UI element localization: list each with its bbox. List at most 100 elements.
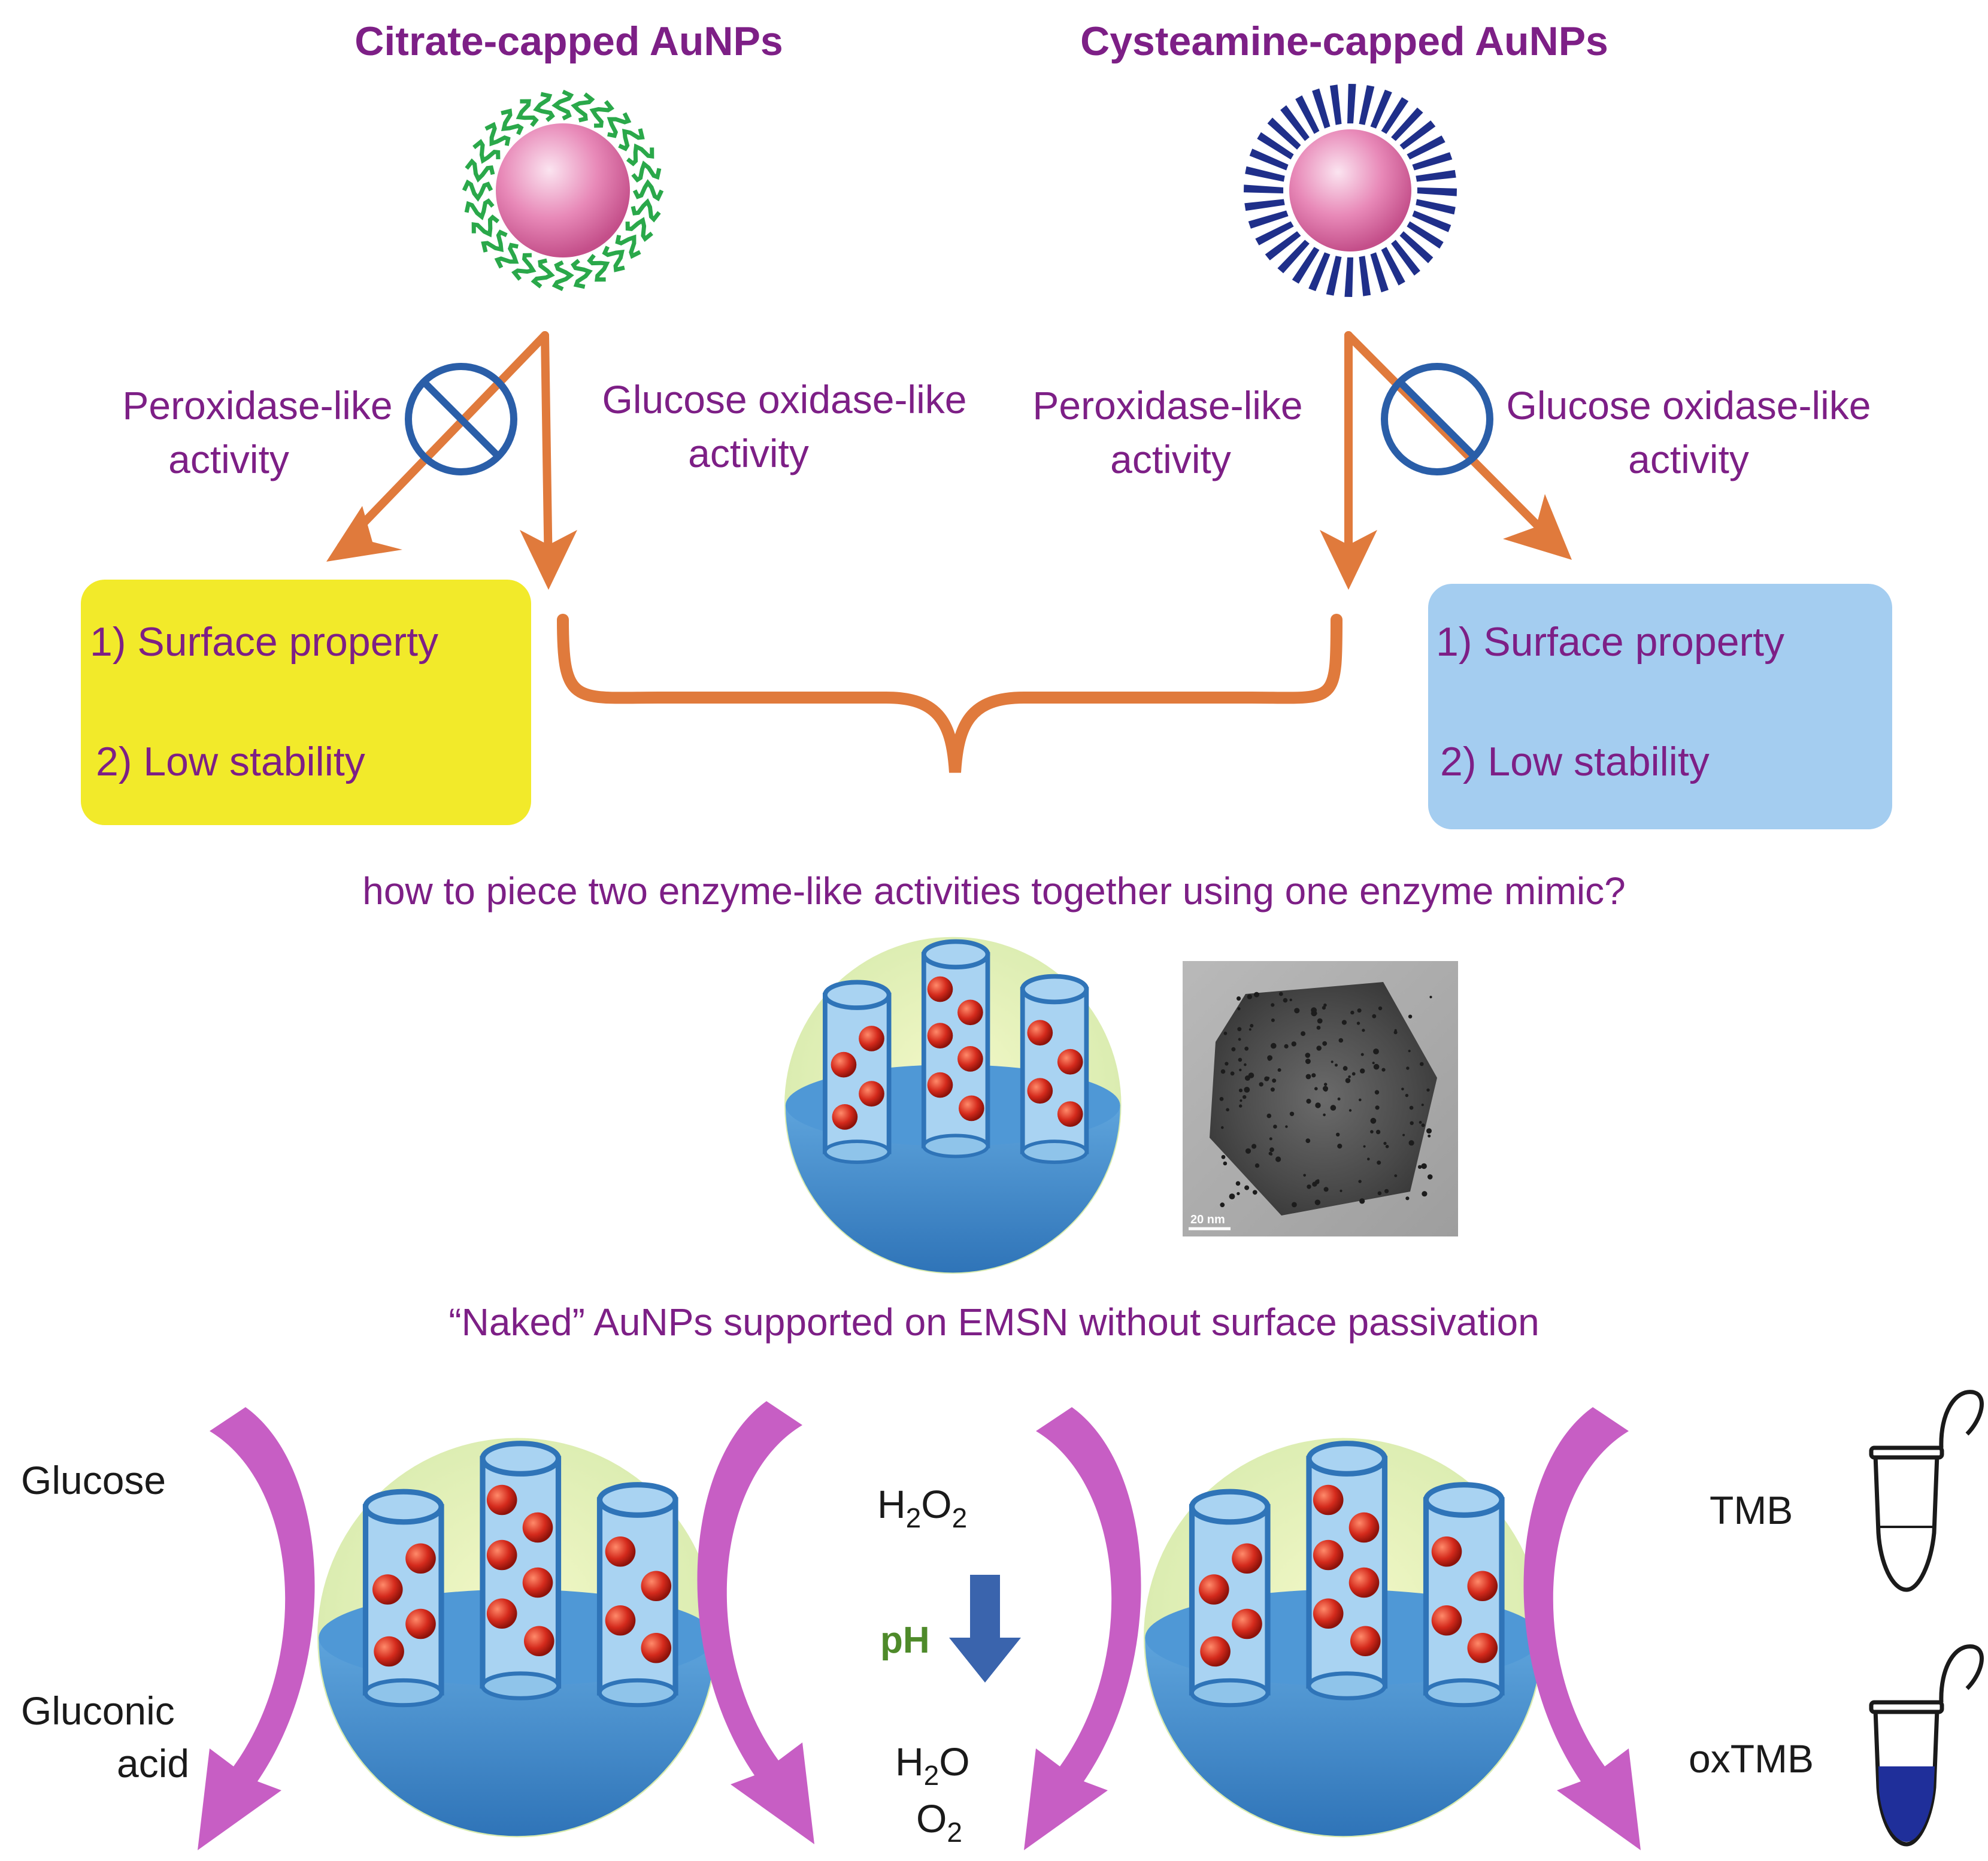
citrate-ligand [531, 258, 555, 289]
citrate-ligand [551, 260, 574, 292]
tem-particle [1314, 1087, 1318, 1090]
tem-particle [1323, 1113, 1326, 1117]
curly-brace [557, 614, 1342, 773]
cysteamine-ligand [1399, 120, 1436, 150]
tem-particle [1251, 1144, 1257, 1149]
tem-particle [1242, 1095, 1247, 1099]
citrate-ligand [462, 179, 493, 202]
tem-particle [1271, 1018, 1275, 1022]
tem-particle [1244, 1087, 1250, 1093]
tem-particle [1305, 1059, 1311, 1064]
citrate-ligand [481, 229, 508, 253]
left-arrowheads [326, 506, 577, 590]
tem-particle [1306, 1099, 1311, 1104]
cysteamine-ligand [1412, 210, 1451, 232]
tem-particle [1316, 1179, 1320, 1182]
cysteamine-ligand [1257, 132, 1294, 160]
tem-particle [1323, 1187, 1329, 1192]
cysteamine-ligand [1280, 105, 1310, 141]
tem-particle [1377, 1160, 1381, 1165]
tem-particle [1316, 1045, 1322, 1051]
cysteamine-ligand [1249, 148, 1289, 171]
tem-particle [1342, 1066, 1348, 1071]
citrate-header: Citrate-capped AuNPs [354, 19, 783, 64]
tmb-arrow [1523, 1407, 1641, 1850]
citrate-ligand [626, 143, 654, 166]
emsn-particle-left [317, 1438, 717, 1838]
tem-particle [1311, 1073, 1316, 1078]
oxtmb-label: oxTMB [1689, 1736, 1814, 1781]
tem-particle [1373, 1063, 1380, 1070]
tube-icon [1869, 1390, 1984, 1592]
gluconic-label: Gluconic [21, 1689, 175, 1733]
tem-particle [1289, 998, 1292, 1002]
tem-particle [1315, 1102, 1321, 1108]
o2-label: O2 [916, 1796, 962, 1848]
tem-particle [1429, 996, 1432, 999]
tem-particle [1271, 1042, 1277, 1049]
tem-particle [1292, 1202, 1297, 1208]
tem-particle [1374, 1090, 1380, 1095]
tem-particle [1221, 1126, 1224, 1129]
tem-particle [1254, 992, 1259, 998]
tem-particle [1363, 1145, 1366, 1148]
citrate-ligand [494, 243, 519, 269]
tem-particle [1405, 1196, 1410, 1201]
right-glucose-label: Glucose oxidase-like [1507, 383, 1871, 428]
cysteamine-ligand [1370, 89, 1392, 129]
tem-particle [1240, 1099, 1242, 1102]
tem-particle [1291, 1041, 1296, 1047]
tem-particle [1373, 1048, 1379, 1054]
tem-particle [1223, 1031, 1228, 1035]
right-activity-arrows [1344, 331, 1552, 570]
citrate-ligand [607, 112, 632, 138]
left-box-item-2: 2) Low stability [96, 739, 365, 784]
cysteamine-aunp-icon [1244, 84, 1457, 297]
tem-particle [1378, 1006, 1383, 1011]
right-box-item-2: 2) Low stability [1440, 739, 1710, 784]
cysteamine-ligand [1359, 85, 1375, 125]
tem-particle [1270, 1087, 1275, 1092]
tem-particle [1284, 1044, 1289, 1048]
cysteamine-ligand [1381, 247, 1405, 286]
cysteamine-ligand [1412, 152, 1453, 171]
tem-particle [1384, 1189, 1389, 1193]
tem-particle [1336, 1132, 1340, 1137]
citrate-ligand [471, 214, 500, 238]
tem-particle [1273, 1125, 1277, 1129]
h2o2-release-arrow [697, 1401, 814, 1844]
tem-particle [1271, 1003, 1275, 1007]
inhibition-icon [1381, 363, 1493, 475]
tem-particle [1337, 1144, 1342, 1149]
citrate-ligand [516, 99, 539, 128]
cysteamine-ligand [1391, 240, 1420, 276]
tem-particle [1421, 1163, 1427, 1169]
tem-particle [1383, 1141, 1387, 1145]
cysteamine-ligand [1347, 84, 1356, 124]
tem-particle [1311, 1007, 1317, 1014]
tem-particle [1356, 1022, 1360, 1025]
tem-particle [1350, 1010, 1354, 1015]
right-box-item-1: 1) Surface property [1436, 619, 1784, 665]
tem-particle [1375, 1105, 1380, 1110]
tem-particle [1381, 1068, 1386, 1072]
tem-particle [1314, 1199, 1321, 1205]
tem-particle [1360, 1053, 1364, 1056]
tem-particle [1266, 1113, 1272, 1119]
cysteamine-ligand [1292, 247, 1320, 284]
right-peroxidase-label-2: activity [1110, 437, 1231, 481]
tem-particle [1331, 1060, 1334, 1063]
tem-particle [1408, 1140, 1414, 1146]
tem-particle [1372, 1062, 1375, 1065]
tem-particle [1393, 1030, 1398, 1035]
citrate-ligand [571, 92, 595, 123]
tem-particle [1317, 1018, 1323, 1024]
citrate-ligand [602, 245, 625, 272]
tem-particle [1372, 1014, 1377, 1019]
tem-particle [1237, 1192, 1240, 1196]
tem-particle [1252, 1190, 1257, 1195]
tem-particle [1235, 1181, 1241, 1186]
cysteamine-ligand [1308, 252, 1331, 292]
gluconic-label-2: acid [117, 1741, 189, 1786]
tem-particle [1245, 1148, 1251, 1154]
